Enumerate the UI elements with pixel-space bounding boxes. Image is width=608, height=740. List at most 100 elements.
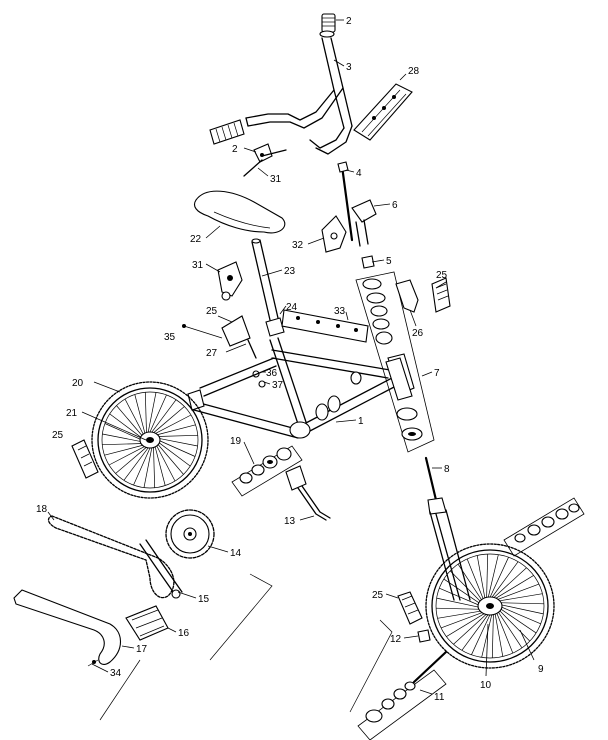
top-tube-pad — [281, 309, 369, 343]
wheel-spoke — [461, 614, 489, 651]
stem-assembly — [321, 161, 377, 269]
wheel-spoke — [496, 611, 514, 654]
wheel-spoke — [489, 557, 509, 598]
callout-2-left-grip: 2 — [232, 144, 238, 155]
callout-28-handlebar-pad: 28 — [408, 66, 420, 77]
wheel-spoke — [104, 423, 143, 441]
callout-35-bolt: 35 — [164, 332, 176, 343]
wheel-spoke — [491, 613, 494, 658]
front-hub-parts — [503, 497, 585, 557]
wheel-spoke — [496, 583, 540, 601]
wheel-spoke — [102, 443, 143, 446]
wheel-spoke — [486, 554, 489, 599]
pedal — [125, 605, 169, 641]
wheel-spoke — [439, 587, 482, 607]
wheel-spoke — [481, 614, 493, 658]
wheel-spoke — [151, 399, 177, 433]
wheel-spoke — [498, 607, 537, 634]
callout-25-front-reflector: 25 — [436, 270, 448, 281]
wheel-spoke — [494, 575, 534, 600]
callout-31-seat-clamp: 31 — [192, 260, 204, 271]
wheel-spoke — [449, 570, 482, 603]
wheel-spoke — [108, 445, 146, 466]
wheel-spoke — [493, 567, 527, 599]
callout-22-seat: 22 — [190, 234, 202, 245]
wheel-spoke — [476, 555, 486, 599]
wheel-spoke — [109, 413, 143, 439]
wheel-spoke — [440, 611, 484, 629]
wheel-spoke — [153, 406, 185, 434]
wheel-spoke — [494, 613, 504, 657]
crank-arm — [139, 539, 183, 599]
axle-nut — [417, 629, 431, 643]
wheel-spoke — [157, 441, 191, 467]
callout-19-rear-hub-parts: 19 — [230, 436, 242, 447]
wheel-spoke — [143, 447, 153, 488]
wheel-spoke — [446, 612, 486, 637]
wheel-spoke — [491, 561, 519, 598]
callout-25-spoke-reflector: 25 — [52, 430, 64, 441]
callout-14-chainring: 14 — [230, 548, 242, 559]
wheel-spoke — [157, 437, 198, 447]
callout-16-pedal: 16 — [178, 628, 190, 639]
callout-15-crank: 15 — [198, 594, 210, 605]
callout-10-front-wheel: 10 — [480, 680, 492, 691]
callout-13-kickstand: 13 — [284, 516, 296, 527]
callout-8-fork: 8 — [444, 464, 450, 475]
handlebar-pad — [353, 83, 413, 141]
callout-12-axle-nut: 12 — [390, 634, 402, 645]
bicycle-frame — [187, 337, 413, 439]
wheel-spoke — [437, 610, 483, 619]
callout-18-chain: 18 — [36, 504, 48, 515]
wheel-spoke — [487, 554, 499, 598]
rear-reflector-bracket — [182, 315, 266, 388]
wheel-spoke — [156, 443, 184, 475]
chain-guard — [13, 589, 122, 667]
wheel-spoke — [133, 447, 151, 486]
handlebar — [245, 37, 353, 155]
front-spoke-reflector — [397, 591, 423, 625]
wheel-spoke — [498, 605, 541, 625]
handlebar-assembly — [209, 13, 413, 177]
callout-9-front-tire: 9 — [538, 664, 544, 675]
rear-wheel — [91, 381, 209, 499]
front-fork — [424, 456, 471, 601]
callout-20-rear-tire: 20 — [72, 378, 84, 389]
wheel-spoke — [157, 434, 198, 437]
wheel-spoke — [149, 394, 167, 433]
wheel-spoke — [471, 614, 491, 655]
callout-2-top-grip: 2 — [346, 16, 352, 27]
left-grip — [209, 119, 245, 145]
wheel-spoke — [134, 394, 146, 434]
callout-33-top-tube-pad: 33 — [334, 306, 346, 317]
wheel-spoke — [498, 602, 545, 605]
rear-hub-parts — [231, 445, 303, 497]
top-grip — [319, 13, 336, 38]
wheel-spoke — [155, 444, 176, 482]
wheel-spoke — [116, 405, 144, 437]
front-wheel — [425, 543, 555, 669]
callout-37-nut: 37 — [272, 380, 284, 391]
wheel-spoke — [147, 392, 157, 433]
callout-3-handlebar: 3 — [346, 62, 352, 73]
wheel-spoke — [457, 564, 483, 602]
callout-27-bracket: 27 — [206, 348, 218, 359]
callout-32-reflector-bracket: 32 — [292, 240, 304, 251]
front-reflector — [395, 277, 451, 313]
wheel-spoke — [436, 597, 482, 609]
wheel-spoke — [497, 593, 543, 602]
wheel-spoke — [124, 398, 145, 436]
callout-leaders — [47, 19, 535, 695]
callout-6-stem: 6 — [392, 200, 398, 211]
callout-4-stem-bolt: 4 — [356, 168, 362, 179]
brake-lever — [243, 143, 287, 177]
wheel-spoke — [157, 439, 196, 457]
wheel-spoke — [435, 607, 482, 610]
chain — [47, 515, 175, 599]
wheel-spoke — [115, 446, 147, 474]
callout-1-frame: 1 — [358, 416, 364, 427]
wheel-spoke — [466, 558, 484, 601]
front-axle-parts — [357, 650, 448, 740]
wheel-spoke — [154, 414, 192, 435]
